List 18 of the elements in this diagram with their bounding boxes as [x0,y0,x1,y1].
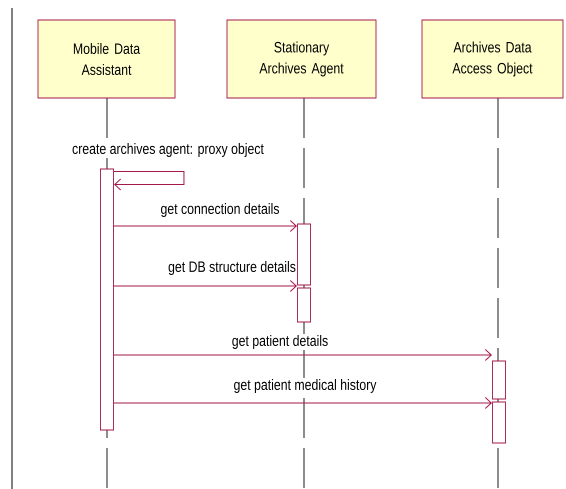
message-label: get connection details [160,202,280,218]
activation-bar [297,288,311,322]
activation-bar [492,402,506,444]
self-message-arrow [113,171,184,190]
message-label: create archives agent: proxy object [71,142,265,158]
message-arrow [113,397,492,409]
activation-bar [100,168,114,430]
lifeline-header: Mobile Data Assistant [38,20,176,98]
message-label: get DB structure details [167,260,297,276]
message-arrow [113,220,298,232]
activation-bar [492,360,506,400]
message-arrow [113,349,492,361]
message-arrow [113,280,298,292]
lifeline-header: Archives Data Access Object [422,20,564,98]
message-label: get patient medical history [232,378,378,394]
activation-bar [297,224,311,286]
message-label: get patient details [230,334,330,350]
lifeline-header: Stationary Archives Agent [226,20,376,98]
